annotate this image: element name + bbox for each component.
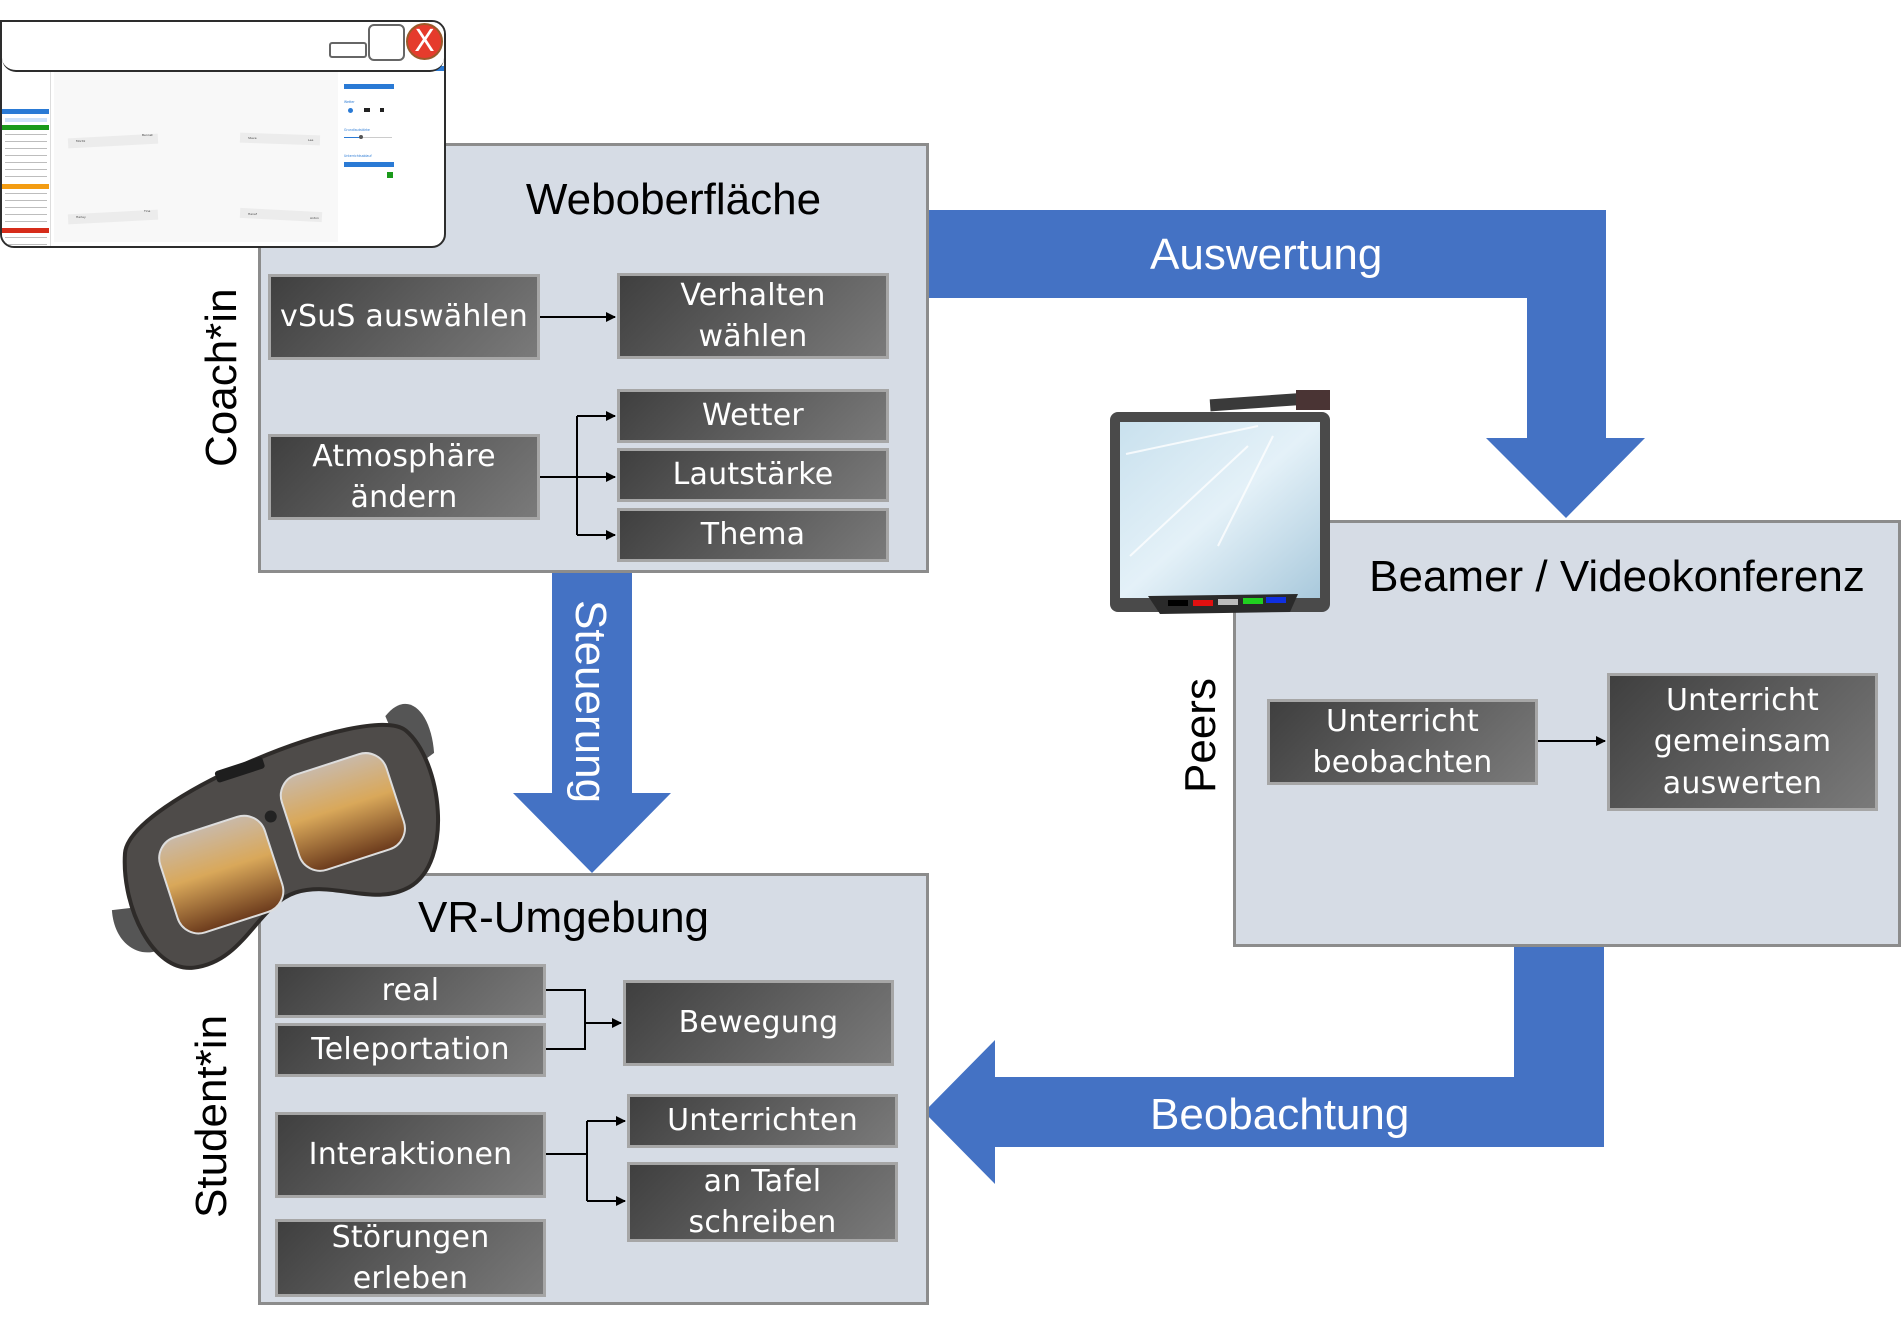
heading-weather: Wetter: [344, 100, 355, 104]
student-name[interactable]: Bennet: [142, 133, 153, 137]
arrow-label-beobachtung: Beobachtung: [1150, 1090, 1410, 1139]
headset-lens-right: [279, 752, 406, 872]
node-interaktionen: Interaktionen: [275, 1112, 546, 1198]
close-icon: X: [414, 24, 435, 59]
student-name[interactable]: Anton: [310, 216, 319, 220]
student-name[interactable]: Tina: [144, 209, 151, 213]
headset-cushion: [122, 723, 441, 970]
student-name[interactable]: Moritz: [76, 139, 86, 143]
arrow-steuerung: [513, 573, 671, 873]
student-name[interactable]: Hanef: [248, 212, 257, 216]
thumbnail-sidebar: [2, 62, 51, 246]
heading-volume: Grundlautstärke: [344, 128, 370, 132]
actor-label-peers: Peers: [1176, 678, 1225, 793]
panel-title: VR-Umgebung: [417, 893, 710, 942]
node-lautstaerke: Lautstärke: [617, 448, 889, 502]
close-button[interactable]: X: [406, 23, 443, 60]
node-unterricht-gemeinsam-auswerten: Unterricht gemeinsam auswerten: [1607, 673, 1878, 811]
node-wetter: Wetter: [617, 389, 889, 443]
arrow-label-steuerung: Steuerung: [566, 600, 615, 804]
volume-slider[interactable]: [344, 135, 392, 139]
sidebar-section-light-disruption: [2, 184, 49, 189]
projector-head: [1296, 390, 1330, 410]
configure-button[interactable]: [344, 84, 394, 89]
sidebar-section-activity: [2, 125, 49, 130]
thumbnail-classroom-canvas: Moritz Bennet Steve Lee Harley Tina Hane…: [54, 66, 338, 242]
node-unterricht-beobachten: Unterricht beobachten: [1267, 699, 1538, 785]
weather-snow-icon[interactable]: [380, 108, 384, 112]
student-name[interactable]: Lee: [308, 138, 314, 142]
sidebar-section-heavy-disruption: [2, 228, 49, 233]
play-button[interactable]: [387, 172, 393, 178]
student-name[interactable]: Steve: [248, 136, 257, 140]
projector-arm: [1209, 392, 1306, 412]
actor-label-coach: Coach*in: [197, 288, 246, 467]
arrow-beobachtung: [924, 947, 1604, 1184]
actor-label-student: Student*in: [187, 1014, 236, 1218]
board-screen: [1120, 422, 1320, 598]
student-name[interactable]: Harley: [76, 215, 86, 219]
node-stoerungen-erleben: Störungen erleben: [275, 1219, 546, 1297]
node-bewegung: Bewegung: [623, 980, 894, 1066]
headset-lens-left: [158, 814, 285, 935]
projector-whiteboard-illustration: [1110, 390, 1330, 614]
arrow-auswertung: [929, 210, 1645, 518]
node-an-tafel-schreiben: an Tafel schreiben: [627, 1162, 898, 1242]
heading-lesson-flow: Unterrichtsablauf: [344, 154, 372, 158]
start-lesson-button[interactable]: [344, 162, 394, 167]
window-titlebar: X: [2, 22, 444, 72]
node-unterrichten: Unterrichten: [627, 1094, 898, 1148]
node-vsus-auswaehlen: vSuS auswählen: [268, 274, 540, 360]
node-thema: Thema: [617, 508, 889, 562]
vr-headset-illustration: [111, 703, 441, 970]
weather-sun-icon[interactable]: [348, 108, 353, 113]
panel-title: Beamer / Videokonferenz: [1369, 552, 1865, 601]
minimize-button[interactable]: [329, 42, 367, 58]
node-real: real: [275, 964, 546, 1018]
web-ui-thumbnail-window: X Moritz Bennet Steve Lee Harley Tina Ha…: [0, 20, 446, 248]
maximize-button[interactable]: [368, 24, 405, 61]
node-atmosphaere-aendern: Atmosphäre ändern: [268, 434, 540, 520]
thumbnail-control-panel: Wetter Grundlautstärke Unterrichtsablauf: [342, 66, 404, 242]
node-teleportation: Teleportation: [275, 1023, 546, 1077]
panel-title: Weboberfläche: [525, 175, 822, 224]
node-verhalten-waehlen: Verhalten wählen: [617, 273, 889, 359]
arrow-label-auswertung: Auswertung: [1150, 230, 1383, 279]
sidebar-section-neutral: [2, 109, 49, 114]
weather-rain-icon[interactable]: [364, 108, 370, 112]
